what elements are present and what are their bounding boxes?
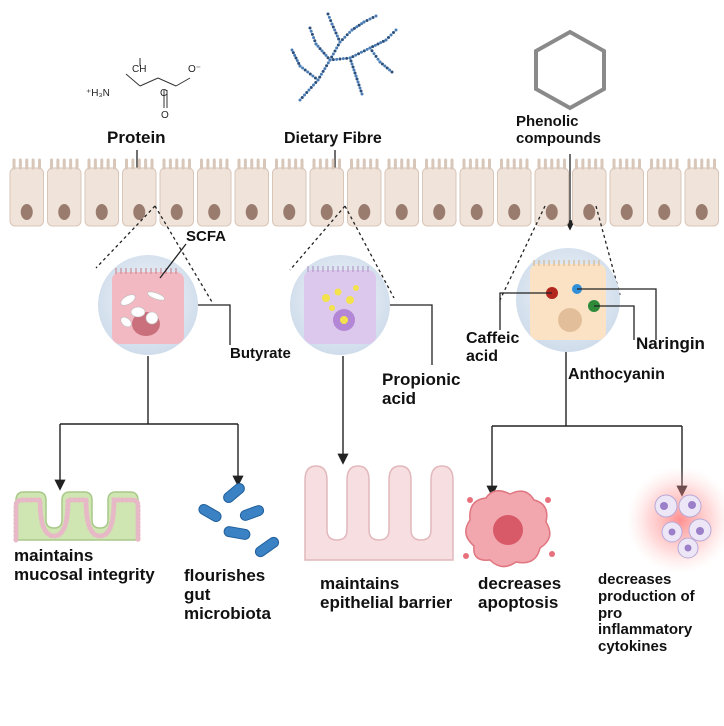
label-barrier-line2: epithelial barrier	[320, 593, 453, 613]
label-propionic-line2: acid	[382, 389, 417, 409]
epithelial-cell	[422, 158, 457, 227]
label-epithelial-barrier: maintains epithelial barrier	[320, 574, 452, 612]
hexagon-ring-icon	[534, 29, 606, 111]
epithelial-cell	[234, 158, 269, 227]
bacteria-icon	[198, 483, 280, 558]
chem-ch: CH	[132, 64, 147, 75]
label-propionic-line1: Propionic	[382, 370, 461, 389]
label-cytokines-line5: cytokines	[598, 638, 668, 656]
label-caffeic-line2: acid	[466, 347, 499, 365]
label-propionic-acid: Propionic acid	[382, 370, 460, 408]
label-cytokines-line1: decreases	[598, 571, 672, 588]
label-phenolic-line1: Phenolic	[516, 113, 579, 130]
label-apoptosis: decreases apoptosis	[478, 574, 561, 612]
label-microbiota-line3: microbiota	[184, 604, 271, 624]
chem-c: C	[160, 88, 168, 99]
amino-acid-structure-icon	[125, 58, 191, 108]
label-cytokines-line2: production of	[598, 587, 695, 605]
label-mucosal-integrity: maintains mucosal integrity	[14, 546, 155, 584]
magnified-cell-propionic	[290, 255, 390, 355]
mucosal-villi-illustration	[13, 491, 141, 543]
epithelial-cell	[197, 158, 232, 227]
epithelial-cell	[159, 158, 194, 227]
epithelial-cell	[609, 158, 644, 227]
label-cytokines: decreases production of pro inflammatory…	[598, 571, 695, 656]
epithelial-cell	[459, 158, 494, 227]
magnified-cell-phenolic	[516, 248, 620, 352]
label-microbiota-line2: gut	[184, 585, 211, 605]
epithelial-cell	[122, 158, 157, 227]
epithelial-cell	[684, 158, 719, 227]
label-mucosal-line1: maintains	[14, 546, 94, 565]
epithelial-cell	[384, 158, 419, 227]
epithelial-cell	[647, 158, 682, 227]
epithelial-cell	[47, 158, 82, 227]
epithelial-layer	[9, 158, 719, 227]
epithelial-cell	[309, 158, 344, 227]
label-cytokines-line3: pro	[598, 604, 623, 622]
label-mucosal-line2: mucosal integrity	[14, 565, 155, 585]
label-naringin: Naringin	[636, 334, 705, 353]
label-gut-microbiota: flourishes gut microbiota	[184, 566, 271, 623]
label-microbiota-line1: flourishes	[184, 566, 266, 585]
label-caffeic-line1: Caffeic	[466, 330, 520, 347]
fibre-polymer-icon	[290, 12, 398, 102]
epithelial-cell	[272, 158, 307, 227]
label-barrier-line1: maintains	[320, 574, 400, 593]
label-butyrate: Butyrate	[230, 345, 291, 362]
label-cytokines-line4: inflammatory	[598, 621, 693, 639]
epithelial-barrier-illustration	[304, 465, 454, 561]
label-protein: Protein	[107, 128, 166, 147]
label-scfa: SCFA	[186, 228, 227, 245]
chem-o-minus: O⁻	[188, 64, 202, 75]
label-apoptosis-line1: decreases	[478, 574, 562, 593]
epithelial-cell	[84, 158, 119, 227]
label-dietary-fibre: Dietary Fibre	[284, 130, 382, 147]
label-apoptosis-line2: apoptosis	[478, 593, 559, 613]
chem-o: O	[161, 110, 169, 121]
epithelial-cell	[572, 158, 607, 227]
magnified-cell-scfa	[98, 255, 198, 355]
label-phenolic-line2: compounds	[516, 129, 601, 147]
epithelial-cell	[9, 158, 44, 227]
immune-cells-icon	[626, 466, 724, 574]
chem-amine: ⁺H₃N	[86, 88, 110, 99]
label-phenolic-compounds: Phenolic compounds	[516, 113, 601, 148]
epithelial-cell	[347, 158, 382, 227]
label-anthocyanin: Anthocyanin	[568, 366, 665, 383]
epithelial-cell	[534, 158, 569, 227]
epithelial-cell	[497, 158, 532, 227]
label-caffeic-acid: Caffeic acid	[466, 330, 519, 366]
apoptotic-cell-icon	[463, 490, 555, 568]
